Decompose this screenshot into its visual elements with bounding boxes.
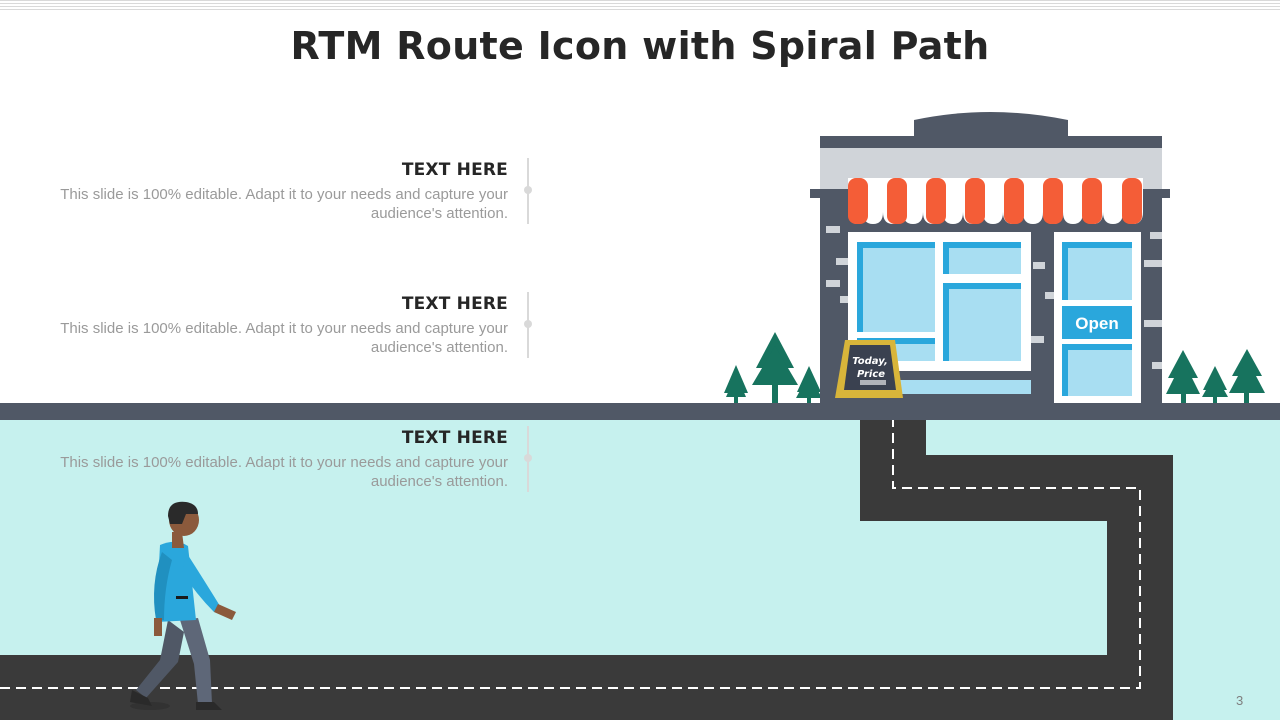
spiral-road: [0, 420, 1173, 720]
top-decorative-strip: [0, 0, 1280, 10]
board-text-line2: Price: [857, 369, 885, 380]
tree-icon: [752, 332, 798, 403]
tree-icon: [796, 366, 822, 403]
text-block-1: TEXT HERE This slide is 100% editable. A…: [40, 160, 508, 223]
open-sign: [1062, 306, 1132, 339]
tree-icon: [1166, 350, 1200, 403]
tree-icon: [1229, 349, 1265, 403]
text-block-2: TEXT HERE This slide is 100% editable. A…: [40, 294, 508, 357]
text-heading-2: TEXT HERE: [401, 294, 508, 314]
text-body-1: This slide is 100% editable. Adapt it to…: [60, 186, 508, 222]
tree-icon: [1202, 366, 1228, 403]
divider-dot-3: [524, 454, 532, 462]
slide-title: RTM Route Icon with Spiral Path: [290, 24, 990, 68]
text-block-3: TEXT HERE This slide is 100% editable. A…: [40, 428, 508, 491]
text-heading-3: TEXT HERE: [401, 428, 508, 448]
page-number: 3: [1236, 693, 1244, 708]
store-icon: Open Today, Price: [810, 112, 1170, 403]
text-body-3: This slide is 100% editable. Adapt it to…: [60, 454, 508, 490]
board-text-line1: Today,: [852, 356, 888, 367]
divider-dot-2: [524, 320, 532, 328]
street-line: [0, 403, 1280, 420]
tree-icon: [724, 365, 748, 403]
walking-person-icon: [130, 501, 236, 710]
awning: [848, 178, 1143, 224]
shop-door: Open: [1054, 232, 1141, 403]
text-heading-1: TEXT HERE: [401, 160, 508, 180]
divider-dot-1: [524, 186, 532, 194]
text-body-2: This slide is 100% editable. Adapt it to…: [60, 320, 508, 356]
open-sign-text: Open: [1075, 314, 1118, 333]
wall-bricks: [826, 226, 1162, 369]
price-board: Today, Price: [835, 340, 903, 398]
